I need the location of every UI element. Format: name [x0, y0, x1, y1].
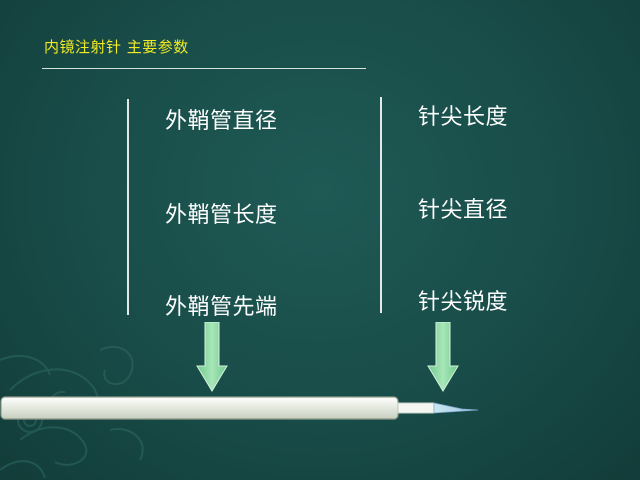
- sheath-tip-label: 外鞘管先端: [165, 295, 278, 320]
- sheath-diameter-label: 外鞘管直径: [165, 109, 278, 134]
- needle-diameter-label: 针尖直径: [418, 198, 509, 223]
- needle-column-bar: [380, 97, 382, 313]
- needle-sharpness-label: 针尖锐度: [418, 290, 509, 315]
- arrow-down-icon: [196, 322, 228, 392]
- slide-title: 内镜注射针 主要参数: [44, 38, 189, 56]
- title-divider: [42, 68, 366, 69]
- needle-length-label: 针尖长度: [418, 105, 509, 130]
- arrow-down-icon: [427, 322, 459, 392]
- sheath-length-label: 外鞘管长度: [165, 203, 278, 228]
- sheath-column-bar: [127, 99, 129, 315]
- injection-needle-icon: [0, 396, 479, 420]
